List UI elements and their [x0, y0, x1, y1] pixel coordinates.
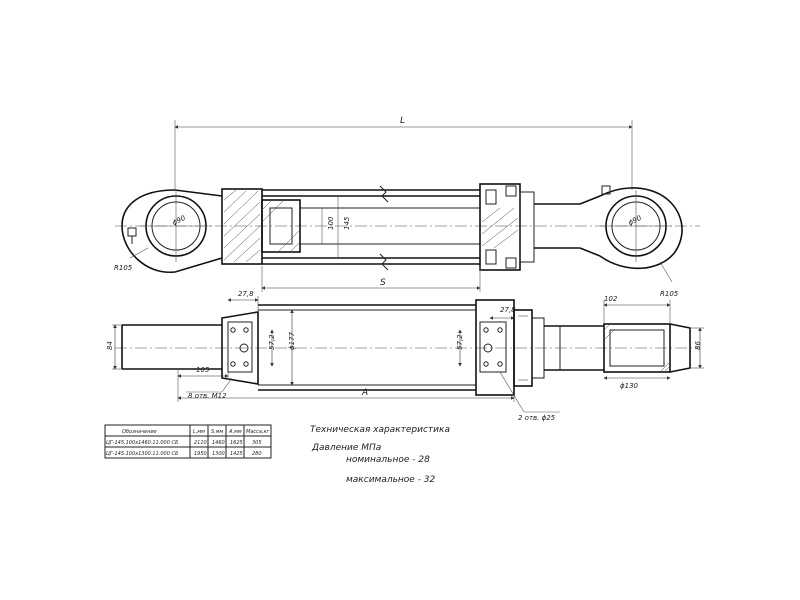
table-cell: 280: [252, 451, 262, 457]
specs-maximum: максимальное - 32: [346, 475, 436, 485]
dim-27-8-right: 27,8: [500, 306, 516, 314]
table-cell: 1625: [230, 440, 243, 446]
callout-8-holes-m12: 8 отв. М12: [188, 392, 227, 400]
dim-105: 105: [196, 366, 210, 374]
dim-d90-left: ϕ90: [171, 214, 187, 227]
variants-table: Обозначение L,мм S,мм A,мм Масса,кг ЦГ-1…: [104, 424, 272, 459]
table-cell: 1425: [230, 451, 243, 457]
table-header-A: A,мм: [228, 429, 242, 435]
table-header-mass: Масса,кг: [246, 429, 270, 435]
table-cell: 1300: [212, 451, 225, 457]
table-cell: 1460: [212, 440, 225, 446]
table-cell: ЦГ-145.100х1460.11.000 СБ: [106, 440, 179, 446]
dim-d100: 100: [327, 216, 335, 230]
table-cell: 2110: [194, 440, 207, 446]
dim-r105-left: R105: [114, 264, 133, 272]
dim-57-2-right: 57,2: [456, 334, 464, 350]
table-cell: 305: [252, 440, 262, 446]
dim-102: 102: [604, 295, 618, 303]
table-cell: ЦГ-145.100х1300.11.000 СБ: [106, 451, 179, 457]
table-cell: 1950: [194, 451, 207, 457]
table-header-S: S,мм: [211, 429, 224, 435]
dim-86: 86: [694, 341, 702, 350]
specs-nominal: номинальное - 28: [346, 455, 430, 465]
dim-84: 84: [106, 341, 114, 350]
dim-d90-right: ϕ90: [627, 214, 643, 227]
dim-A: A: [361, 388, 368, 398]
specs-pressure: Давление МПа: [311, 443, 381, 453]
dim-S: S: [380, 278, 386, 288]
callout-2-holes-d25: 2 отв. ϕ25: [518, 414, 556, 422]
table-header-L: L,мм: [193, 429, 205, 435]
dim-57-2-left: 57,2: [268, 334, 276, 350]
specs-title: Техническая характеристика: [310, 425, 450, 435]
dim-r105-right: R105: [660, 290, 679, 298]
technical-specs: Техническая характеристика Давление МПа …: [310, 425, 450, 485]
dim-d177: ϕ177: [288, 331, 296, 350]
dim-d130: ϕ130: [620, 382, 639, 390]
dim-d145: 145: [343, 216, 351, 230]
table-header-designation: Обозначение: [122, 429, 157, 435]
top-section-view: L ϕ90 R105: [114, 116, 700, 298]
bottom-outer-view: 84 27,8 57,2 ϕ177 57,2 27,8: [106, 290, 704, 422]
dim-27-8-left: 27,8: [238, 290, 254, 298]
dim-L: L: [400, 116, 405, 126]
